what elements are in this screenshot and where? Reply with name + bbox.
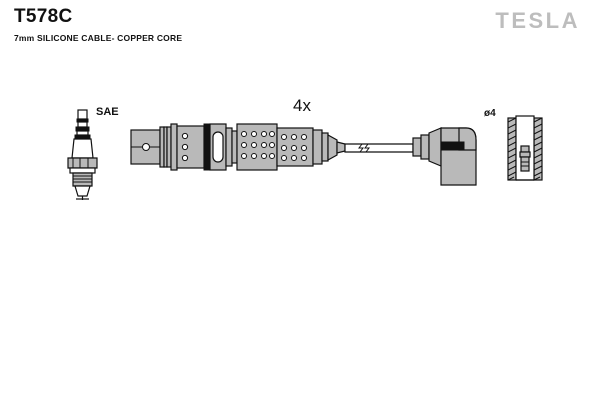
label-quantity: 4x — [293, 96, 311, 115]
brand-logo: TESLA — [495, 8, 580, 33]
right-angle-spark-plug-boot — [412, 127, 477, 186]
spark-plug — [67, 109, 98, 200]
ignition-cable — [344, 143, 414, 153]
label-terminal-diameter: ø4 — [484, 108, 496, 119]
part-description: 7mm SILICONE CABLE- COPPER CORE — [14, 33, 183, 43]
page-title: T578C — [14, 6, 73, 27]
straight-coil-connector-boot — [130, 123, 346, 171]
label-sae: SAE — [96, 106, 119, 118]
terminal-sleeve-section — [507, 115, 543, 181]
